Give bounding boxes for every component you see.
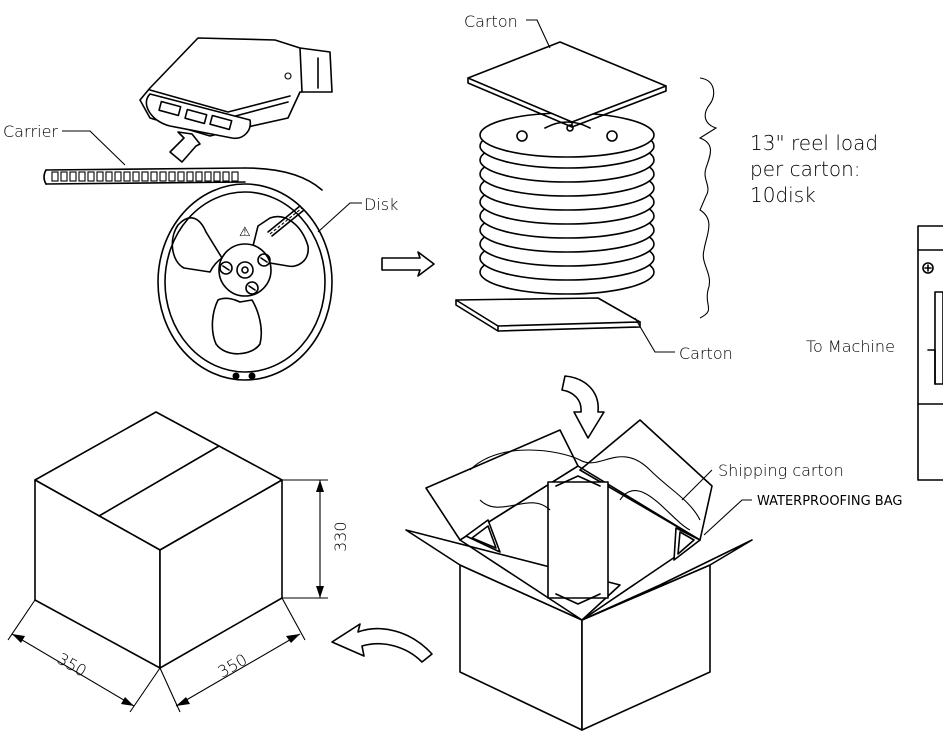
tape-pocket [231,171,239,182]
usb-c-connector [139,37,333,140]
tape-pocket [87,171,95,182]
transfer-arrow-left [331,623,433,663]
tape-pocket [69,171,77,182]
tape-pocket [105,171,113,182]
carton-top-label: Carton [464,12,518,31]
disk-label: Disk [364,195,398,214]
tape-pocket [78,171,86,182]
open-shipping-box [405,419,753,731]
carton-bottom-label: Carton [679,344,733,363]
tape-pocket [168,171,176,182]
tape-pocket [150,171,158,182]
tape-pocket [132,171,140,182]
disk-leader [317,202,362,233]
carton-top-leader [526,19,551,49]
height-dimension: 330 [331,521,350,552]
tape-pocket [204,171,212,182]
width-dimension-left: 350 [54,649,90,681]
tape-pocket [177,171,185,182]
width-dimension-right: 350 [215,650,251,682]
machine-feeder-partial [917,225,943,481]
carrier-tape [43,167,323,191]
insert-arrow [169,131,201,163]
reel-disk: ⚠ [157,183,333,381]
tape-pocket [123,171,131,182]
tape-pocket [159,171,167,182]
transfer-arrow-down [561,375,605,439]
reel-load-line2: per carton: [750,157,861,181]
tape-pocket [141,171,149,182]
tape-pocket [96,171,104,182]
carrier-leader [62,130,126,166]
tape-pocket [60,171,68,182]
reel-load-line1: 13" reel load [750,131,878,155]
tape-pocket [114,171,122,182]
carton-bottom-leader [634,317,675,353]
tape-pocket [222,171,230,182]
reel-load-line3: 10disk [750,183,816,207]
tape-pocket [213,171,221,182]
waterproofing-bag-label: WATERPROOFING BAG [757,494,902,509]
svg-text:⚠: ⚠ [239,225,251,240]
tape-pocket [186,171,194,182]
shipping-carton-label: Shipping carton [718,461,844,480]
tape-pocket [51,171,59,182]
to-machine-label: To Machine [806,337,895,356]
transfer-arrow-right [381,251,435,277]
closed-shipping-box [7,411,328,713]
carrier-label: Carrier [3,122,58,141]
shipping-carton-leader [681,469,713,501]
tape-pocket [195,171,203,182]
bag-leader [703,499,752,536]
reel-stack [455,41,718,332]
